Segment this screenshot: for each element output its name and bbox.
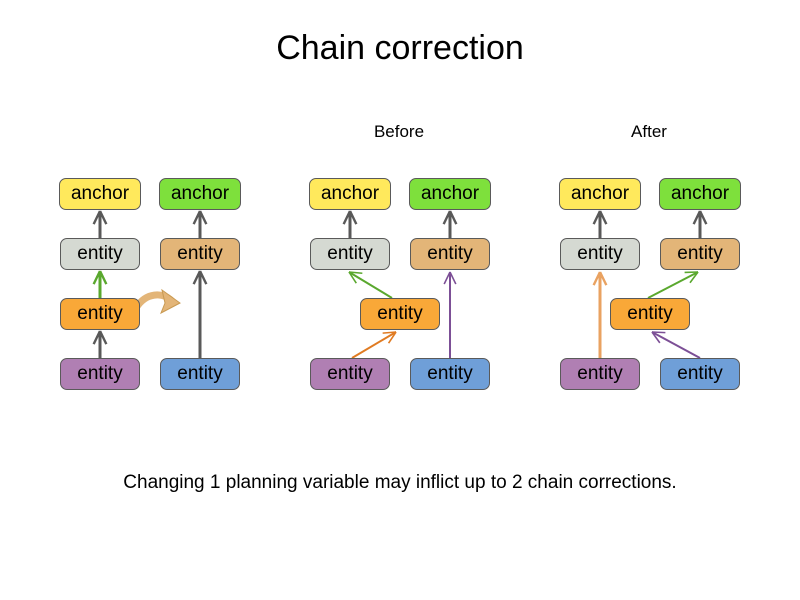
node-label: entity	[327, 363, 373, 384]
node-label: anchor	[570, 183, 630, 204]
slide-caption: Changing 1 planning variable may inflict…	[123, 472, 677, 493]
node-label: anchor	[420, 183, 480, 204]
node-label: entity	[77, 243, 123, 264]
node-label: entity	[677, 243, 723, 264]
node-entity-b-entity-blue[interactable]: entity	[410, 358, 490, 390]
arrow-orange-purple-to-orange	[351, 331, 397, 359]
node-label: entity	[77, 363, 123, 384]
node-label: entity	[677, 363, 723, 384]
node-entity-a-entity-tan[interactable]: entity	[660, 238, 740, 270]
node-label: entity	[77, 303, 123, 324]
arrow-grey-entity-to-anchor-left	[342, 210, 358, 238]
node-entity-o-entity-tan[interactable]: entity	[160, 238, 240, 270]
node-entity-a-entity-orange[interactable]: entity	[610, 298, 690, 330]
arrow-green-orange-to-grey	[348, 271, 393, 299]
node-entity-a-entity-blue[interactable]: entity	[660, 358, 740, 390]
node-anchor-a-anchor-left[interactable]: anchor	[559, 178, 641, 210]
node-entity-a-entity-purple[interactable]: entity	[560, 358, 640, 390]
node-anchor-o-anchor-left[interactable]: anchor	[59, 178, 141, 210]
node-anchor-a-anchor-right[interactable]: anchor	[659, 178, 741, 210]
arrow-grey-entity-to-anchor-right	[442, 210, 458, 238]
arrow-green-orange-to-tan	[647, 271, 699, 299]
node-label: entity	[177, 363, 223, 384]
node-label: anchor	[70, 183, 130, 204]
node-label: entity	[427, 243, 473, 264]
arrow-green-orange-to-grey	[92, 270, 108, 298]
arrow-purple-blue-to-tan	[443, 271, 457, 358]
arrow-grey-purple-to-orange	[92, 330, 108, 358]
node-entity-o-entity-grey[interactable]: entity	[60, 238, 140, 270]
arrow-grey-tan-to-anchor-chain	[192, 270, 208, 358]
group-label-after: After	[631, 122, 667, 141]
node-anchor-b-anchor-left[interactable]: anchor	[309, 178, 391, 210]
arrow-grey-entity-to-anchor-left	[592, 210, 608, 238]
node-entity-o-entity-purple[interactable]: entity	[60, 358, 140, 390]
node-label: entity	[627, 303, 673, 324]
page-title: Chain correction	[276, 29, 524, 67]
node-entity-a-entity-grey[interactable]: entity	[560, 238, 640, 270]
node-entity-o-entity-orange[interactable]: entity	[60, 298, 140, 330]
group-label-before: Before	[373, 122, 425, 141]
node-entity-b-entity-purple[interactable]: entity	[310, 358, 390, 390]
node-entity-o-entity-blue[interactable]: entity	[160, 358, 240, 390]
arrow-orange-purple-to-grey	[592, 271, 608, 358]
node-entity-b-entity-tan[interactable]: entity	[410, 238, 490, 270]
node-entity-b-entity-grey[interactable]: entity	[310, 238, 390, 270]
node-label: anchor	[170, 183, 230, 204]
node-label: entity	[577, 363, 623, 384]
node-label: entity	[377, 303, 423, 324]
node-label: entity	[577, 243, 623, 264]
arrow-grey-entity-to-anchor-left	[92, 210, 108, 238]
arrow-purple-blue-to-orange	[651, 331, 701, 359]
node-entity-b-entity-orange[interactable]: entity	[360, 298, 440, 330]
arrow-grey-entity-to-anchor-right	[192, 210, 208, 238]
arrow-grey-entity-to-anchor-right	[692, 210, 708, 238]
move-curved-arrow	[133, 288, 181, 315]
node-label: anchor	[670, 183, 730, 204]
node-label: anchor	[320, 183, 380, 204]
node-anchor-o-anchor-right[interactable]: anchor	[159, 178, 241, 210]
node-label: entity	[427, 363, 473, 384]
node-label: entity	[177, 243, 223, 264]
node-anchor-b-anchor-right[interactable]: anchor	[409, 178, 491, 210]
node-label: entity	[327, 243, 373, 264]
